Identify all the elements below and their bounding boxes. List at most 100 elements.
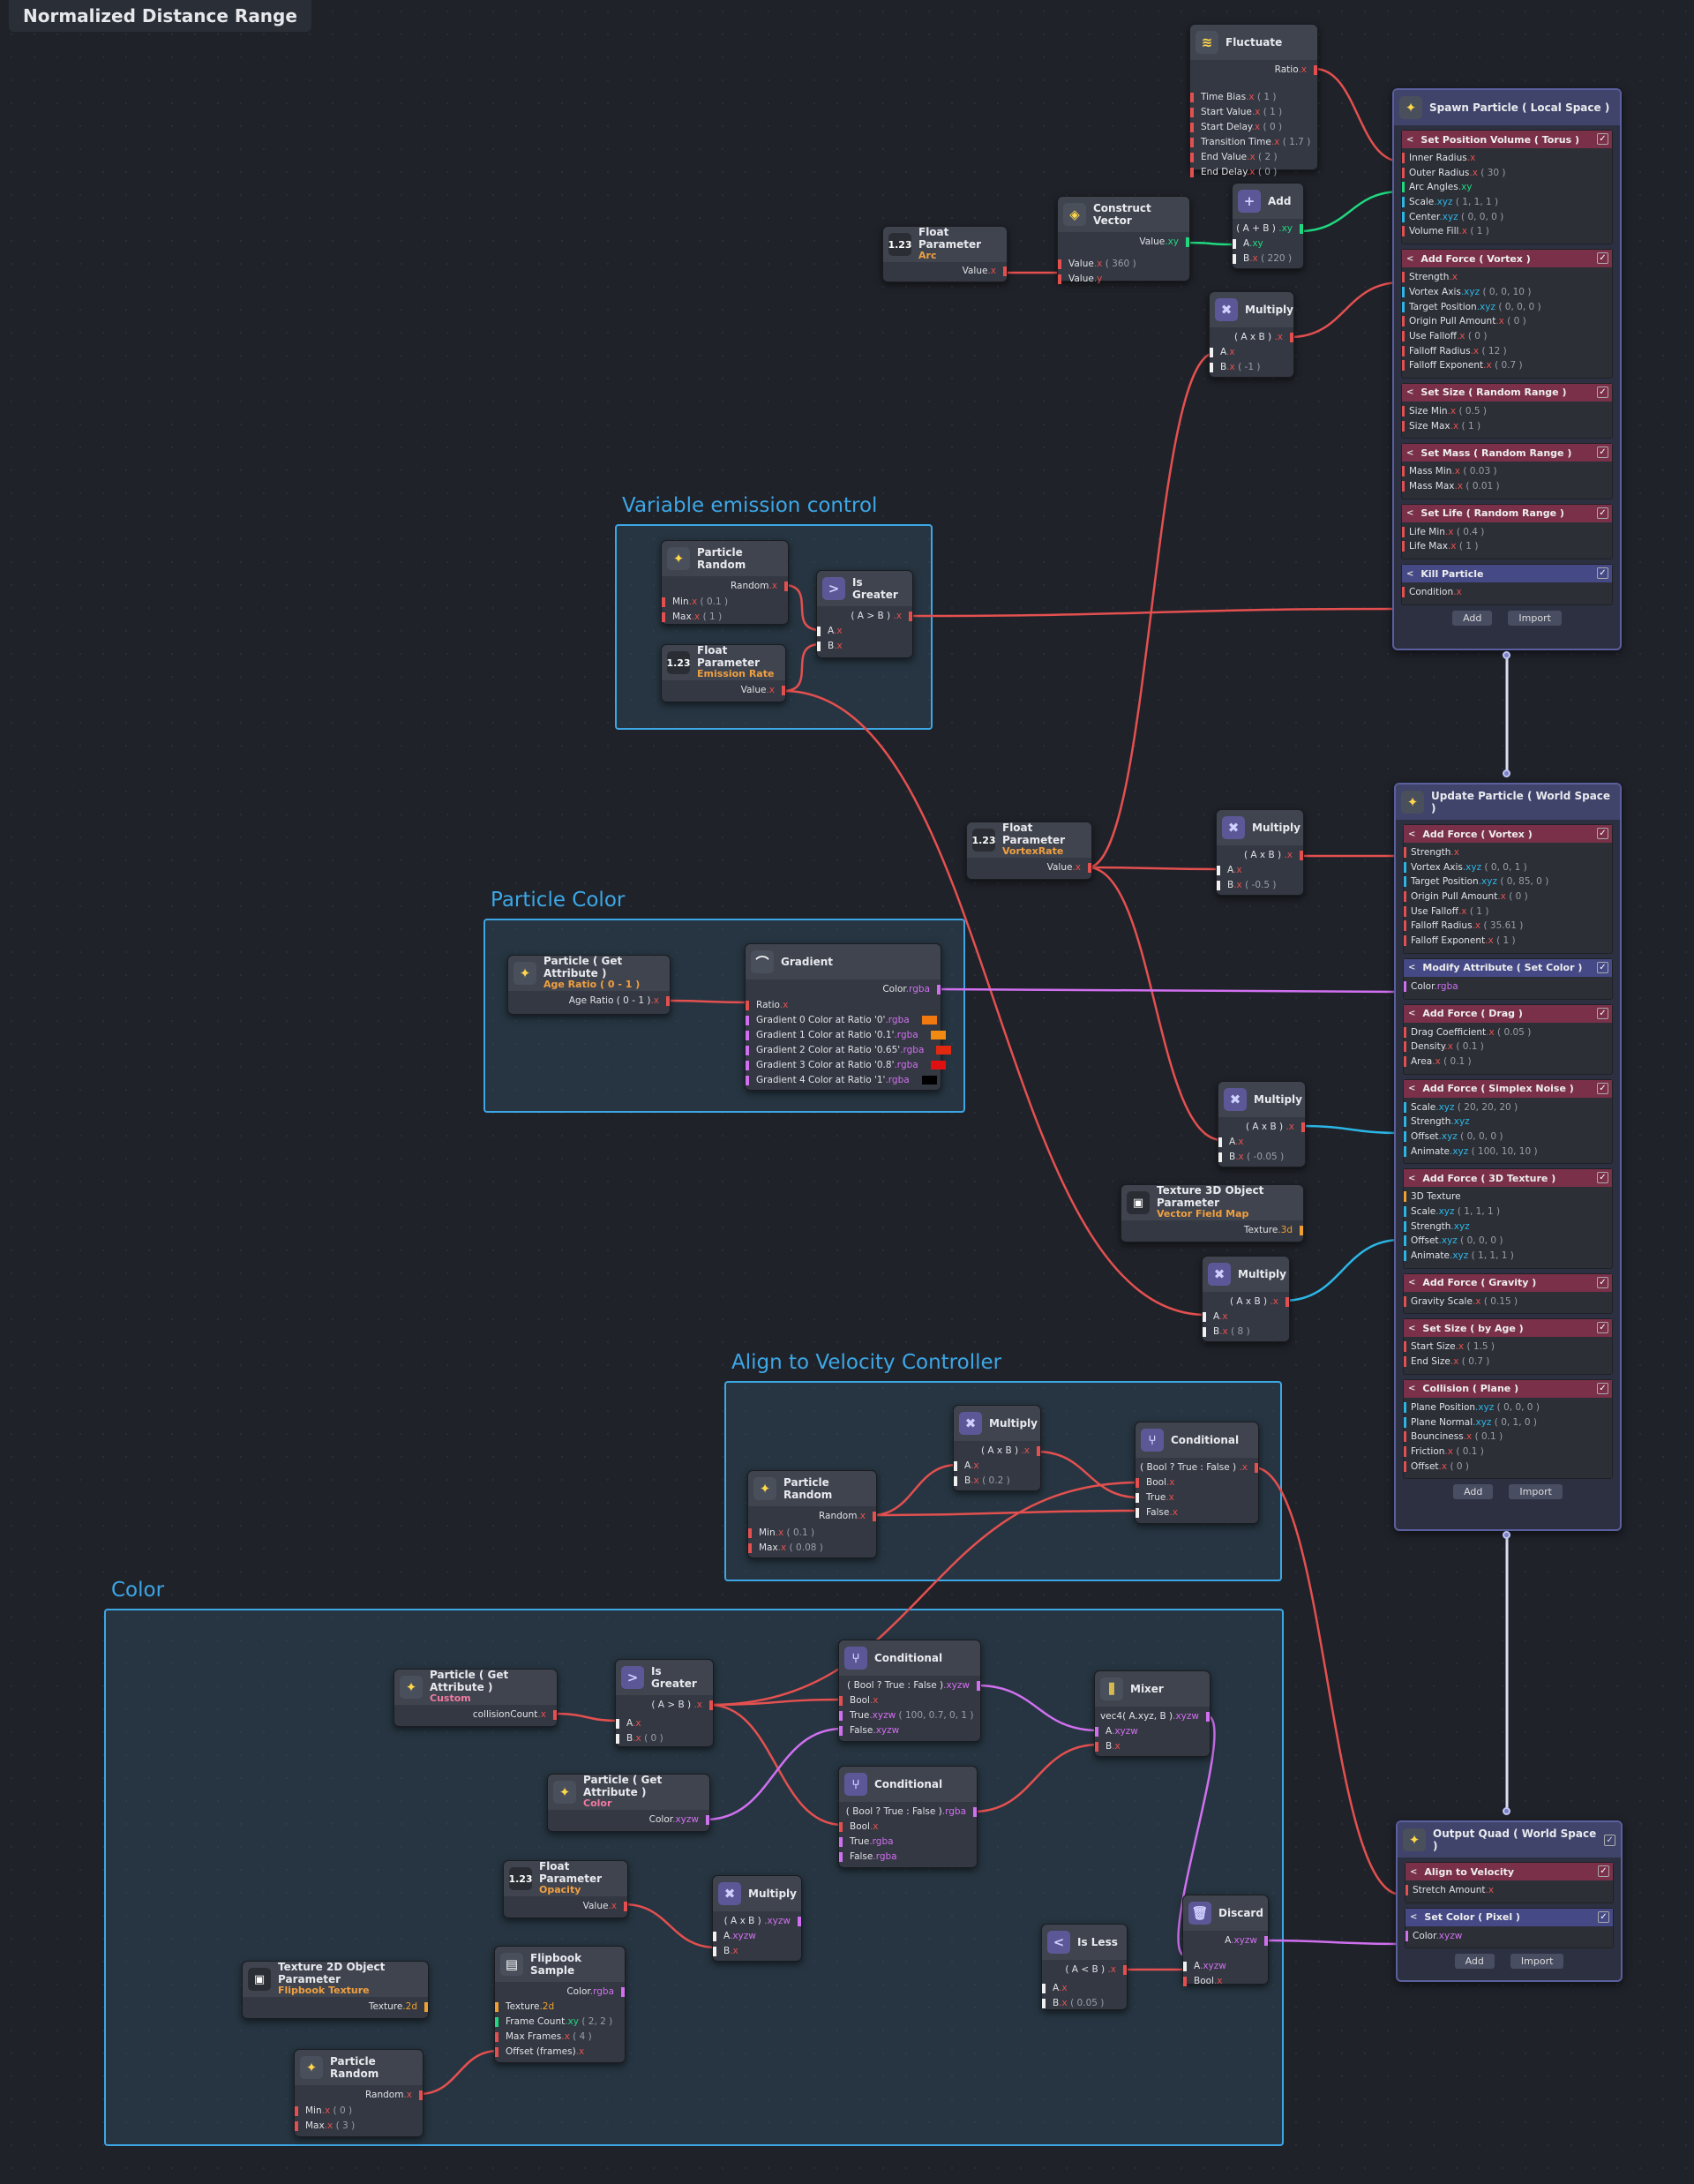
output-port[interactable]: Texture.2d xyxy=(243,2000,428,2015)
block-input[interactable]: Scale.xyz ( 1, 1, 1 ) xyxy=(1402,195,1612,210)
chevron-icon[interactable]: < xyxy=(1406,508,1414,519)
block-header[interactable]: <Add Force ( 3D Texture )✓ xyxy=(1404,1169,1612,1188)
flipbook-sample-node[interactable]: ▤Flipbook Sample Color.rgba Texture.2d F… xyxy=(494,1946,626,2063)
input-port[interactable]: B.x ( -0.5 ) xyxy=(1217,878,1303,893)
output-port[interactable]: ( A x B ) .x xyxy=(954,1444,1040,1459)
input-port[interactable]: Start Delay.x ( 0 ) xyxy=(1190,120,1317,135)
enabled-checkbox[interactable]: ✓ xyxy=(1597,1082,1608,1094)
block-input[interactable]: Strength.x xyxy=(1404,845,1612,860)
block-header[interactable]: <Add Force ( Vortex )✓ xyxy=(1402,250,1612,268)
input-port[interactable]: Max.x ( 1 ) xyxy=(662,610,788,625)
conditional-node[interactable]: ⑂Conditional ( Bool ? True : False ) .x … xyxy=(1135,1422,1259,1524)
block-input[interactable]: Use Falloff.x ( 0 ) xyxy=(1402,329,1612,344)
output-port[interactable]: Value.x xyxy=(967,860,1091,875)
input-port[interactable]: Max.x ( 3 ) xyxy=(295,2119,423,2134)
input-port[interactable]: A.x xyxy=(1210,345,1293,360)
output-port[interactable]: ( A < B ) .x xyxy=(1042,1963,1127,1978)
enabled-checkbox[interactable]: ✓ xyxy=(1598,1865,1609,1877)
input-port[interactable]: A.xyzw xyxy=(1095,1724,1210,1739)
update-particle-context[interactable]: ✦Update Particle ( World Space ) <Add Fo… xyxy=(1394,783,1622,1531)
output-port[interactable]: ( Bool ? True : False ).xyzw xyxy=(839,1678,980,1693)
block-input[interactable]: Arc Angles.xy xyxy=(1402,180,1612,195)
context-block[interactable]: <Set Size ( Random Range )✓Size Min.x ( … xyxy=(1401,382,1613,439)
block-input[interactable]: Strength.x xyxy=(1402,270,1612,285)
input-port[interactable]: True.rgba xyxy=(839,1835,977,1850)
add-node[interactable]: +Add ( A + B ) .xy A.xy B.x ( 220 ) xyxy=(1232,183,1304,269)
block-input[interactable]: Life Max.x ( 1 ) xyxy=(1402,539,1612,554)
input-port[interactable]: B.x xyxy=(713,1944,801,1959)
chevron-icon[interactable]: < xyxy=(1406,253,1414,264)
output-port[interactable]: Random.x xyxy=(662,579,788,594)
gradient-stop[interactable]: Gradient 3 Color at Ratio '0.8'.rgba xyxy=(746,1058,946,1073)
input-port[interactable]: Max.x ( 0.08 ) xyxy=(748,1541,876,1556)
chevron-icon[interactable]: < xyxy=(1408,1323,1416,1333)
input-port[interactable]: A.x xyxy=(616,1716,713,1731)
enabled-checkbox[interactable]: ✓ xyxy=(1604,1834,1615,1846)
particle-random-node[interactable]: ✦Particle Random Random.x Min.x ( 0.1 ) … xyxy=(661,540,789,625)
input-port[interactable]: Max Frames.x ( 4 ) xyxy=(495,2030,625,2045)
block-input[interactable]: Friction.x ( 0.1 ) xyxy=(1404,1445,1612,1460)
context-block[interactable]: <Modify Attribute ( Set Color )✓Color.rg… xyxy=(1403,957,1613,1000)
chevron-icon[interactable]: < xyxy=(1408,829,1416,839)
context-block[interactable]: <Add Force ( Vortex )✓Strength.x Vortex … xyxy=(1401,249,1613,379)
block-header[interactable]: <Modify Attribute ( Set Color )✓ xyxy=(1404,958,1612,977)
input-port[interactable]: A.x xyxy=(1218,1135,1305,1150)
input-port[interactable]: Offset (frames).x xyxy=(495,2045,625,2060)
input-port[interactable]: Value.x ( 360 ) xyxy=(1058,257,1189,272)
output-port[interactable]: ( A > B ) .x xyxy=(616,1698,713,1713)
conditional-node[interactable]: ⑂Conditional ( Bool ? True : False ).rgb… xyxy=(838,1766,978,1868)
is-greater-node[interactable]: >Is Greater ( A > B ) .x A.x B.x xyxy=(816,570,913,658)
block-input[interactable]: Origin Pull Amount.x ( 0 ) xyxy=(1404,889,1612,904)
block-input[interactable]: End Size.x ( 0.7 ) xyxy=(1404,1355,1612,1370)
enabled-checkbox[interactable]: ✓ xyxy=(1597,1007,1608,1019)
block-input[interactable]: Falloff Exponent.x ( 0.7 ) xyxy=(1402,358,1612,373)
block-input[interactable]: Inner Radius.x xyxy=(1402,151,1612,166)
block-header[interactable]: <Add Force ( Simplex Noise )✓ xyxy=(1404,1079,1612,1098)
block-input[interactable]: 3D Texture xyxy=(1404,1190,1612,1205)
input-port[interactable]: Min.x ( 0.1 ) xyxy=(662,595,788,610)
block-input[interactable]: Falloff Radius.x ( 12 ) xyxy=(1402,344,1612,359)
chevron-icon[interactable]: < xyxy=(1406,447,1414,458)
block-input[interactable]: Outer Radius.x ( 30 ) xyxy=(1402,166,1612,181)
add-block-button[interactable]: Add xyxy=(1452,610,1493,626)
input-port[interactable]: A.x xyxy=(1217,863,1303,878)
output-port[interactable]: Age Ratio ( 0 - 1 ).x xyxy=(508,994,670,1009)
output-port[interactable]: Color.xyzw xyxy=(548,1812,709,1828)
is-greater-node[interactable]: >Is Greater ( A > B ) .x A.x B.x ( 0 ) xyxy=(615,1659,714,1747)
block-input[interactable]: Condition.x xyxy=(1402,585,1612,600)
output-port[interactable]: ( A x B ) .x xyxy=(1217,848,1303,863)
block-header[interactable]: <Add Force ( Gravity )✓ xyxy=(1404,1273,1612,1292)
block-input[interactable]: Stretch Amount.x xyxy=(1405,1883,1613,1898)
output-port[interactable]: A.xyzw xyxy=(1183,1933,1268,1948)
block-input[interactable]: Offset.xyz ( 0, 0, 0 ) xyxy=(1404,1130,1612,1145)
chevron-icon[interactable]: < xyxy=(1408,963,1416,973)
block-input[interactable]: Volume Fill.x ( 1 ) xyxy=(1402,224,1612,239)
chevron-icon[interactable]: < xyxy=(1408,1278,1416,1288)
input-port[interactable]: Min.x ( 0.1 ) xyxy=(748,1526,876,1541)
block-input[interactable]: Offset.xyz ( 0, 0, 0 ) xyxy=(1404,1234,1612,1249)
block-input[interactable]: Plane Position.xyz ( 0, 0, 0 ) xyxy=(1404,1400,1612,1415)
block-input[interactable]: Animate.xyz ( 1, 1, 1 ) xyxy=(1404,1249,1612,1264)
chevron-icon[interactable]: < xyxy=(1408,1009,1416,1018)
context-block[interactable]: <Add Force ( Simplex Noise )✓Scale.xyz (… xyxy=(1403,1078,1613,1165)
input-port[interactable]: B.x ( 220 ) xyxy=(1233,251,1303,266)
output-port[interactable]: ( A > B ) .x xyxy=(817,609,912,624)
import-button[interactable]: Import xyxy=(1508,610,1562,626)
enabled-checkbox[interactable]: ✓ xyxy=(1597,961,1608,973)
input-port[interactable]: False.xyzw xyxy=(839,1723,980,1738)
block-header[interactable]: <Set Size ( by Age )✓ xyxy=(1404,1319,1612,1338)
input-port[interactable]: B.x ( -0.05 ) xyxy=(1218,1150,1305,1165)
chevron-icon[interactable]: < xyxy=(1406,387,1414,398)
input-port[interactable]: False.rgba xyxy=(839,1850,977,1865)
context-block[interactable]: <Add Force ( Vortex )✓Strength.x Vortex … xyxy=(1403,824,1613,954)
block-header[interactable]: <Set Life ( Random Range )✓ xyxy=(1402,504,1612,522)
input-port[interactable]: A.xyzw xyxy=(713,1929,801,1944)
input-port[interactable]: End Value.x ( 2 ) xyxy=(1190,150,1317,165)
color-swatch[interactable] xyxy=(930,1061,946,1069)
input-port[interactable]: B.x ( 0.05 ) xyxy=(1042,1996,1127,2011)
block-input[interactable]: Area.x ( 0.1 ) xyxy=(1404,1054,1612,1069)
block-input[interactable]: Strength.xyz xyxy=(1404,1220,1612,1235)
enabled-checkbox[interactable]: ✓ xyxy=(1597,1276,1608,1288)
